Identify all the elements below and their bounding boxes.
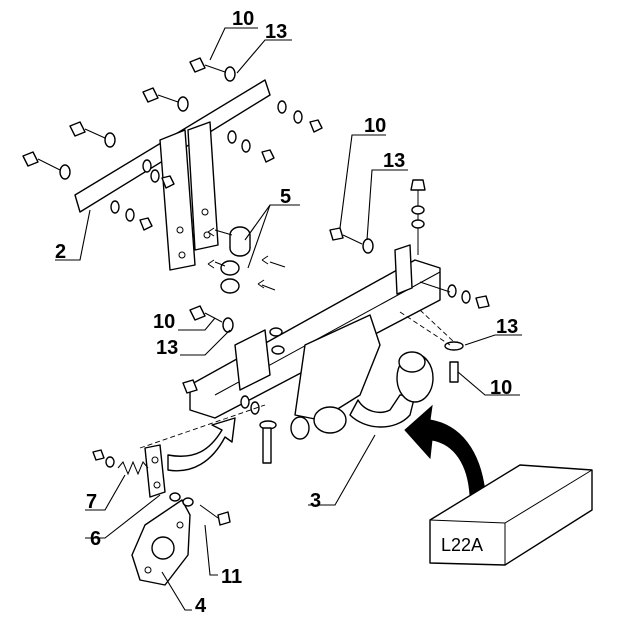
- callout-10-ball: 10: [490, 377, 512, 399]
- crossbar-left-bracket: [234, 329, 271, 391]
- callout-10-right: 10: [364, 115, 386, 137]
- plate-nuts: [110, 100, 323, 231]
- main-crossbar-assembly: [139, 179, 490, 464]
- crossbar-right-bracket: [394, 244, 413, 295]
- callout-2: 2: [55, 241, 66, 263]
- callout-11: 11: [221, 566, 242, 588]
- spacer-tubes: [207, 226, 286, 294]
- callout-10-top: 10: [232, 8, 254, 30]
- callout-labels: 10 13 2 5 10 13 10 13 13 10 7 6 3 11 4: [55, 8, 518, 617]
- callout-13-left: 13: [156, 337, 178, 359]
- assembly-direction-arrow: [167, 417, 236, 472]
- callout-13-ball: 13: [496, 316, 518, 338]
- callout-13-top: 13: [265, 21, 287, 43]
- plate-bolts: [22, 57, 236, 180]
- callout-5: 5: [280, 186, 291, 208]
- socket-bracket-strip: [144, 444, 166, 498]
- callout-10-left: 10: [153, 311, 175, 333]
- kit-arrow-icon: [404, 404, 486, 496]
- upper-left-bracket-assembly: [22, 57, 323, 294]
- tow-hitch-body: [294, 314, 381, 421]
- tow-ball-neck: [349, 394, 416, 428]
- kit-box-label: L22A: [441, 535, 483, 555]
- callout-4: 4: [195, 595, 207, 617]
- callout-13-right: 13: [383, 150, 405, 172]
- socket-bracket-assembly: [92, 417, 236, 586]
- spring: [117, 460, 149, 476]
- left-side-bracket: [159, 129, 196, 271]
- kit-box: L22A: [429, 464, 593, 566]
- callout-6: 6: [90, 528, 101, 550]
- callout-3: 3: [310, 490, 321, 512]
- left-side-bracket-inner: [187, 121, 219, 251]
- callout-leaders: [55, 27, 522, 611]
- callout-7: 7: [86, 491, 97, 513]
